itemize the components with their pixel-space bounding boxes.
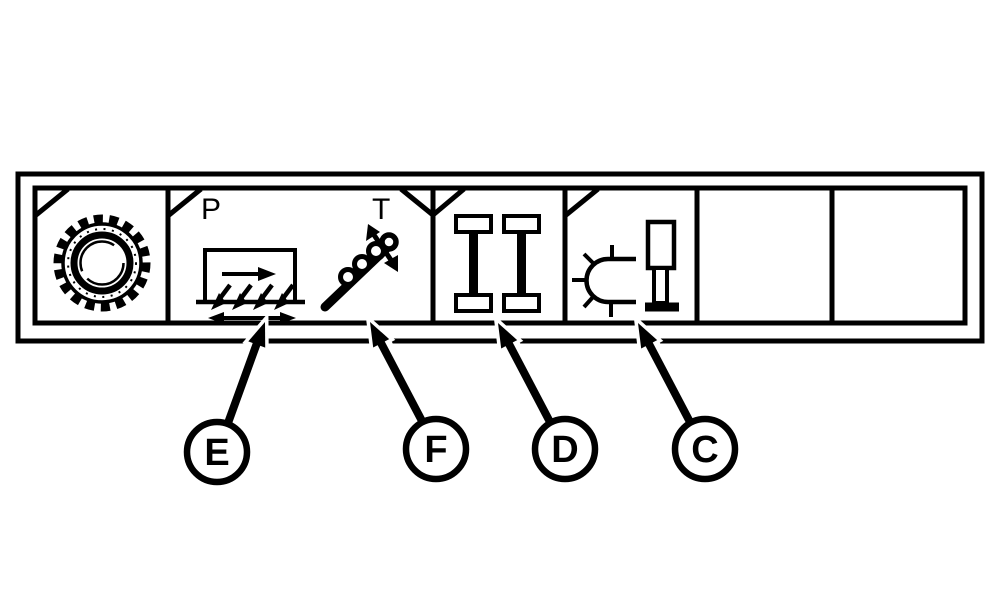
gear-hub-broken-circle: [79, 240, 125, 286]
callout-letter-e: E: [204, 432, 229, 474]
axle-cap-top-right: [502, 214, 541, 234]
callout-arrows: [219, 312, 698, 426]
vibrating-box-over-tines-icon: [196, 248, 305, 324]
corner-notch-cell2: [167, 187, 203, 217]
callout-arrow-e: [219, 312, 269, 426]
callout-labels: E F D C: [183, 415, 739, 486]
axle-cap-top-left: [454, 214, 493, 234]
box-arrow-head: [258, 267, 276, 281]
tine-barbs: [211, 283, 295, 310]
panel-outer-frame: [15, 171, 985, 344]
gear-ring-icon: [53, 214, 151, 312]
hydraulic-cylinder-icon: [645, 219, 679, 312]
callout-arrow-c: [633, 314, 698, 426]
callout-circle-c: [671, 415, 739, 483]
axle-cap-bottom-right: [502, 293, 541, 313]
corner-notch-cell1: [34, 187, 70, 217]
console-panel: [15, 171, 985, 344]
beacon-body: [584, 256, 636, 305]
callout-circle-e: [183, 418, 251, 486]
corner-notch-v-left: [399, 187, 435, 217]
cylinder-rod: [652, 266, 669, 305]
double-arrow-diagonal: [366, 224, 398, 272]
gear-tooth-ring: [53, 214, 151, 312]
dual-i-beam-axle-icon: [454, 214, 541, 313]
auger-flight-1: [338, 267, 358, 287]
tank-port-label: T: [372, 193, 390, 226]
corner-notch-v-right: [431, 187, 466, 217]
beacon-rays: [572, 245, 614, 317]
callout-arrow-f: [365, 313, 430, 425]
callout-letter-d: D: [551, 429, 578, 471]
pressure-port-label: P: [201, 193, 221, 226]
gear-hub-ring: [70, 231, 134, 295]
callout-letter-f: F: [424, 429, 447, 471]
auger-chain-icon: [320, 224, 399, 312]
beacon-light-icon: [572, 245, 636, 317]
callout-circle-f: [402, 415, 470, 483]
corner-notch-cell4: [564, 187, 600, 217]
callout-circle-d: [531, 415, 599, 483]
auger-flight-4: [379, 232, 399, 252]
axle-cap-bottom-left: [454, 293, 493, 313]
double-arrow-horizontal: [208, 312, 296, 324]
gear-ring-inner-edge: [61, 222, 143, 304]
callout-arrow-d: [493, 314, 558, 426]
auger-flight-2: [352, 254, 372, 274]
cylinder-barrel: [645, 219, 677, 271]
callout-letter-c: C: [691, 429, 718, 471]
gear-dotted-circle: [67, 228, 137, 298]
